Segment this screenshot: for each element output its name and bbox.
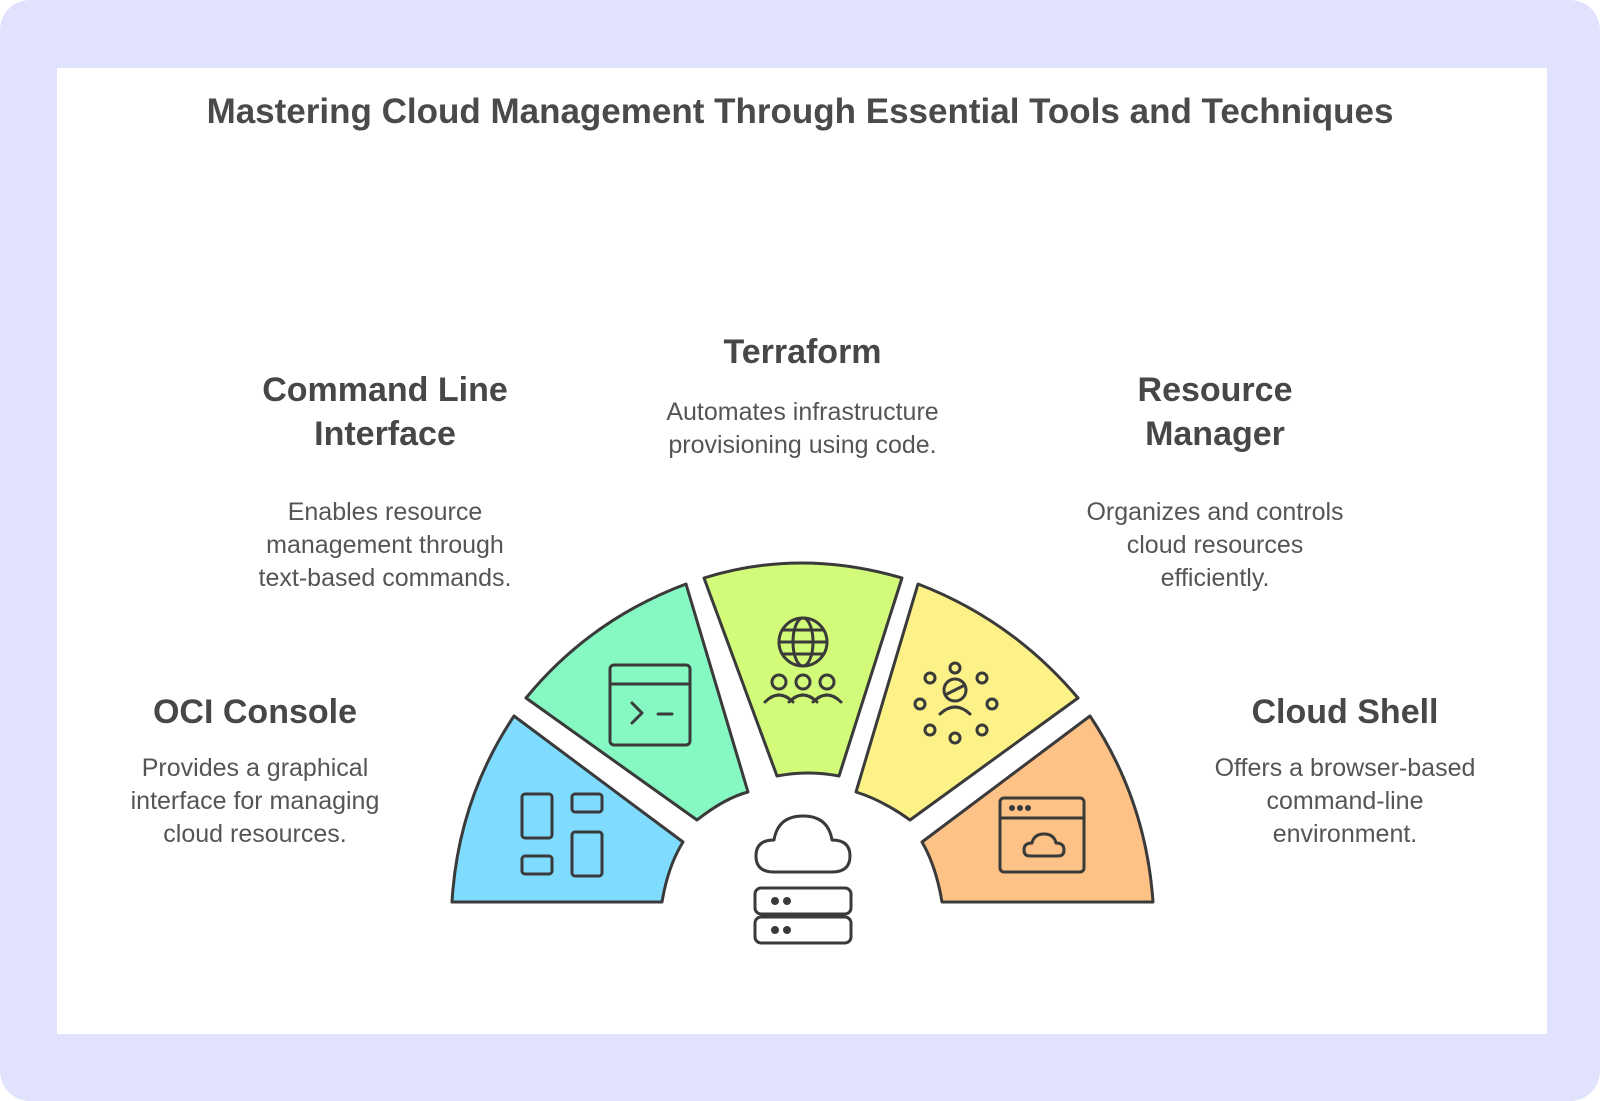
label-terraform: Terraform Automates infrastructure provi… xyxy=(645,330,960,462)
globe-people-icon xyxy=(763,616,843,704)
segment-oci-console xyxy=(450,714,685,904)
browser-cloud-icon xyxy=(998,796,1086,874)
oci-console-title: OCI Console xyxy=(152,693,358,731)
label-cloud-shell: Cloud Shell Offers a browser-based comma… xyxy=(1185,690,1505,851)
cli-description: Enables resource management through text… xyxy=(258,498,512,592)
diagram-title: Mastering Cloud Management Through Essen… xyxy=(206,92,1394,131)
cloud-server-icon xyxy=(753,814,853,945)
cloud-shell-description: Offers a browser-based command-line envi… xyxy=(1214,754,1476,848)
terminal-icon xyxy=(608,663,692,747)
oci-console-description: Provides a graphical interface for manag… xyxy=(130,754,380,848)
cli-title: Command Line Interface xyxy=(262,371,508,453)
resource-manager-title: Resource Manager xyxy=(1137,371,1293,453)
terraform-title: Terraform xyxy=(723,333,882,371)
label-oci-console: OCI Console Provides a graphical interfa… xyxy=(95,690,415,851)
segment-cli xyxy=(524,582,750,822)
layout-icon xyxy=(520,792,604,878)
network-icon xyxy=(913,661,999,745)
segment-terraform xyxy=(702,561,904,778)
label-cli: Command Line Interface Enables resource … xyxy=(240,368,530,595)
cloud-shell-title: Cloud Shell xyxy=(1251,693,1439,731)
terraform-description: Automates infrastructure provisioning us… xyxy=(666,398,939,459)
resource-manager-description: Organizes and controls cloud resources e… xyxy=(1086,498,1344,592)
segment-cloud-shell xyxy=(920,714,1155,904)
label-resource-manager: Resource Manager Organizes and controls … xyxy=(1070,368,1360,595)
segment-resource-manager xyxy=(854,582,1080,822)
